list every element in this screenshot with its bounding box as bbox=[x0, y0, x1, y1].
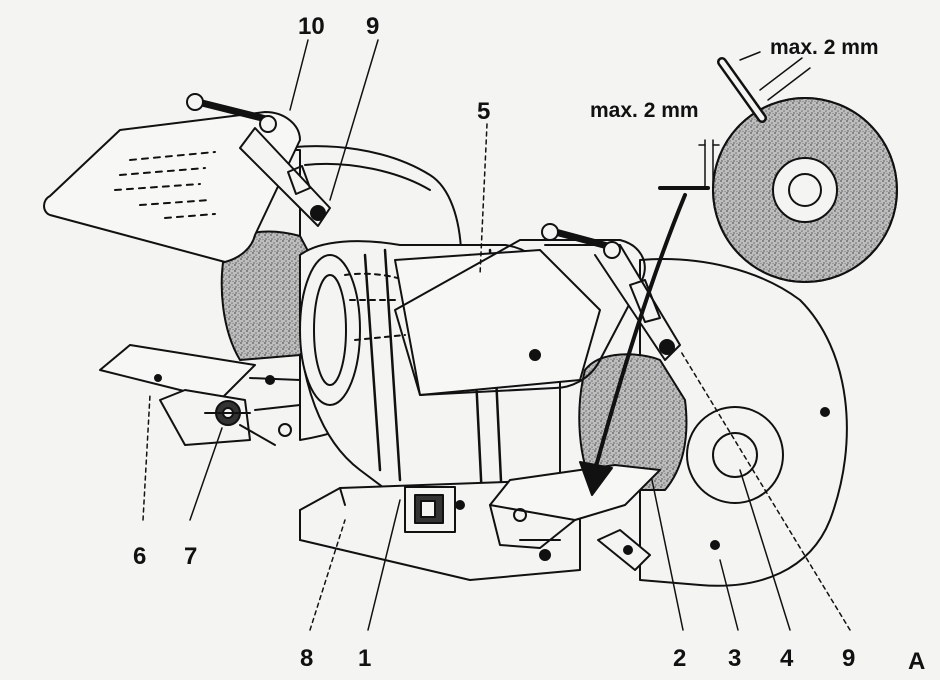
motor-housing bbox=[299, 240, 601, 567]
right-eye-shield bbox=[394, 223, 681, 396]
callout-2: 2 bbox=[673, 645, 687, 672]
gap-label-side: max. 2 mm bbox=[590, 99, 699, 122]
callout-8: 8 bbox=[300, 645, 314, 672]
callout-3: 3 bbox=[728, 645, 742, 672]
callout-leader-lines bbox=[142, 39, 851, 631]
callout-9-top: 9 bbox=[366, 13, 380, 40]
gap-indicator-arrow bbox=[579, 193, 687, 496]
right-grinding-wheel bbox=[578, 258, 848, 587]
callout-4: 4 bbox=[780, 645, 794, 672]
adjustment-knob bbox=[204, 400, 276, 446]
left-shield-bracket bbox=[186, 93, 331, 227]
callout-9-bottom: 9 bbox=[842, 645, 856, 672]
on-off-switch bbox=[404, 486, 465, 533]
callout-7: 7 bbox=[184, 543, 198, 570]
callout-1: 1 bbox=[358, 645, 372, 672]
right-tool-rest bbox=[489, 464, 661, 571]
wheel-gap-inset bbox=[658, 51, 898, 283]
gap-label-top: max. 2 mm bbox=[770, 36, 879, 59]
callout-6: 6 bbox=[133, 543, 147, 570]
left-tool-rest bbox=[99, 344, 301, 446]
callout-10: 10 bbox=[298, 13, 325, 40]
left-eye-shield bbox=[43, 111, 301, 263]
figure-letter: A bbox=[908, 648, 926, 675]
callout-5: 5 bbox=[477, 98, 491, 125]
